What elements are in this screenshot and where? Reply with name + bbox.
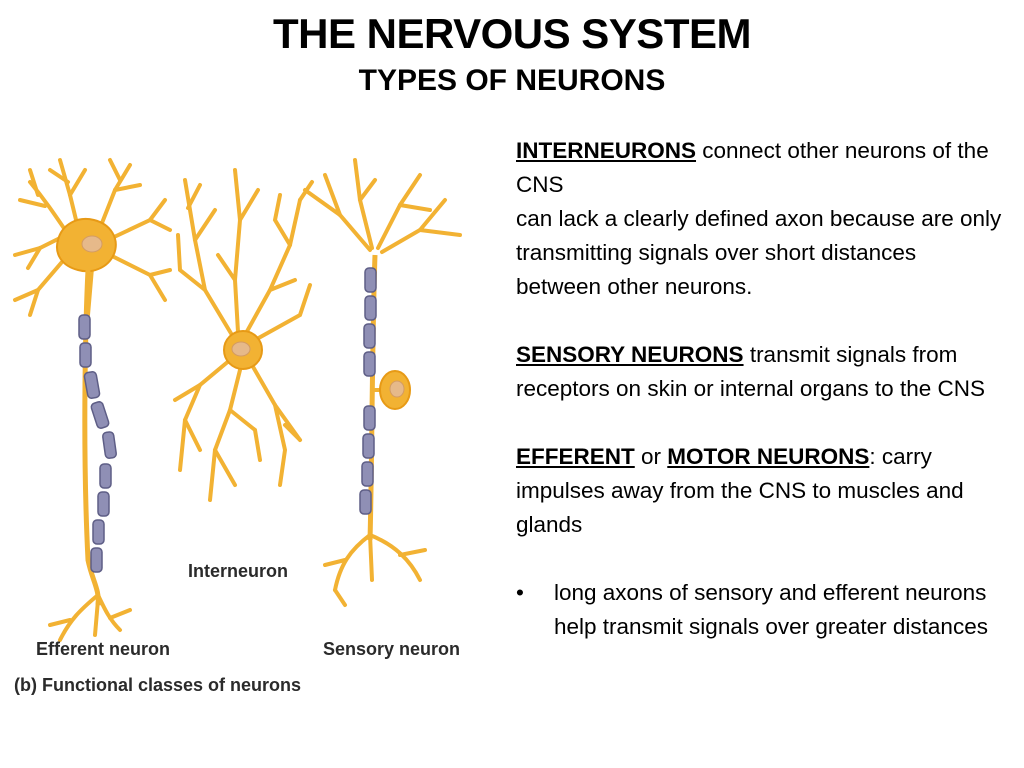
efferent-term: EFFERENT xyxy=(516,444,635,469)
bullet-item: • long axons of sensory and efferent neur… xyxy=(516,576,1006,644)
interneurons-term: INTERNEURONS xyxy=(516,138,697,163)
interneurons-description: connect other neurons of the CNS xyxy=(516,138,989,197)
sensory-neuron-label: Sensory neuron xyxy=(323,639,461,659)
description-panel: INTERNEURONS connect other neurons of th… xyxy=(516,134,1006,644)
interneurons-detail: can lack a clearly defined axon because … xyxy=(516,206,1002,299)
neuron-illustration xyxy=(13,158,462,642)
efferent-neuron xyxy=(13,158,172,642)
efferent-description: : carry impulses away from the CNS to mu… xyxy=(516,444,964,537)
efferent-neuron-label: Efferent neuron xyxy=(36,639,171,659)
figure-caption: (b) Functional classes of neurons xyxy=(14,675,301,696)
figure-caption-text: Functional classes of neurons xyxy=(42,675,302,695)
sensory-paragraph: SENSORY NEURONS transmit signals from re… xyxy=(516,338,1006,406)
efferent-connector: or xyxy=(634,444,668,469)
neuron-figure: Interneuron Efferent neuron Sensory neur… xyxy=(0,140,500,710)
interneuron-label: Interneuron xyxy=(188,561,289,581)
sensory-description: transmit signals from receptors on skin … xyxy=(516,342,985,401)
interneuron xyxy=(173,168,312,502)
bullet-text: long axons of sensory and efferent neuro… xyxy=(554,580,988,639)
slide-title: THE NERVOUS SYSTEM xyxy=(273,10,751,57)
bullet-list: • long axons of sensory and efferent neur… xyxy=(516,576,1006,644)
sensory-neuron xyxy=(298,158,462,607)
interneurons-paragraph: INTERNEURONS connect other neurons of th… xyxy=(516,134,1006,304)
bullet-marker: • xyxy=(516,580,524,605)
motor-neurons-term: MOTOR NEURONS xyxy=(667,444,870,469)
efferent-paragraph: EFFERENT or MOTOR NEURONS: carry impulse… xyxy=(516,440,1006,542)
sensory-term: SENSORY NEURONS xyxy=(516,342,744,367)
slide-subtitle: TYPES OF NEURONS xyxy=(358,64,666,97)
figure-caption-prefix: (b) xyxy=(14,675,37,695)
